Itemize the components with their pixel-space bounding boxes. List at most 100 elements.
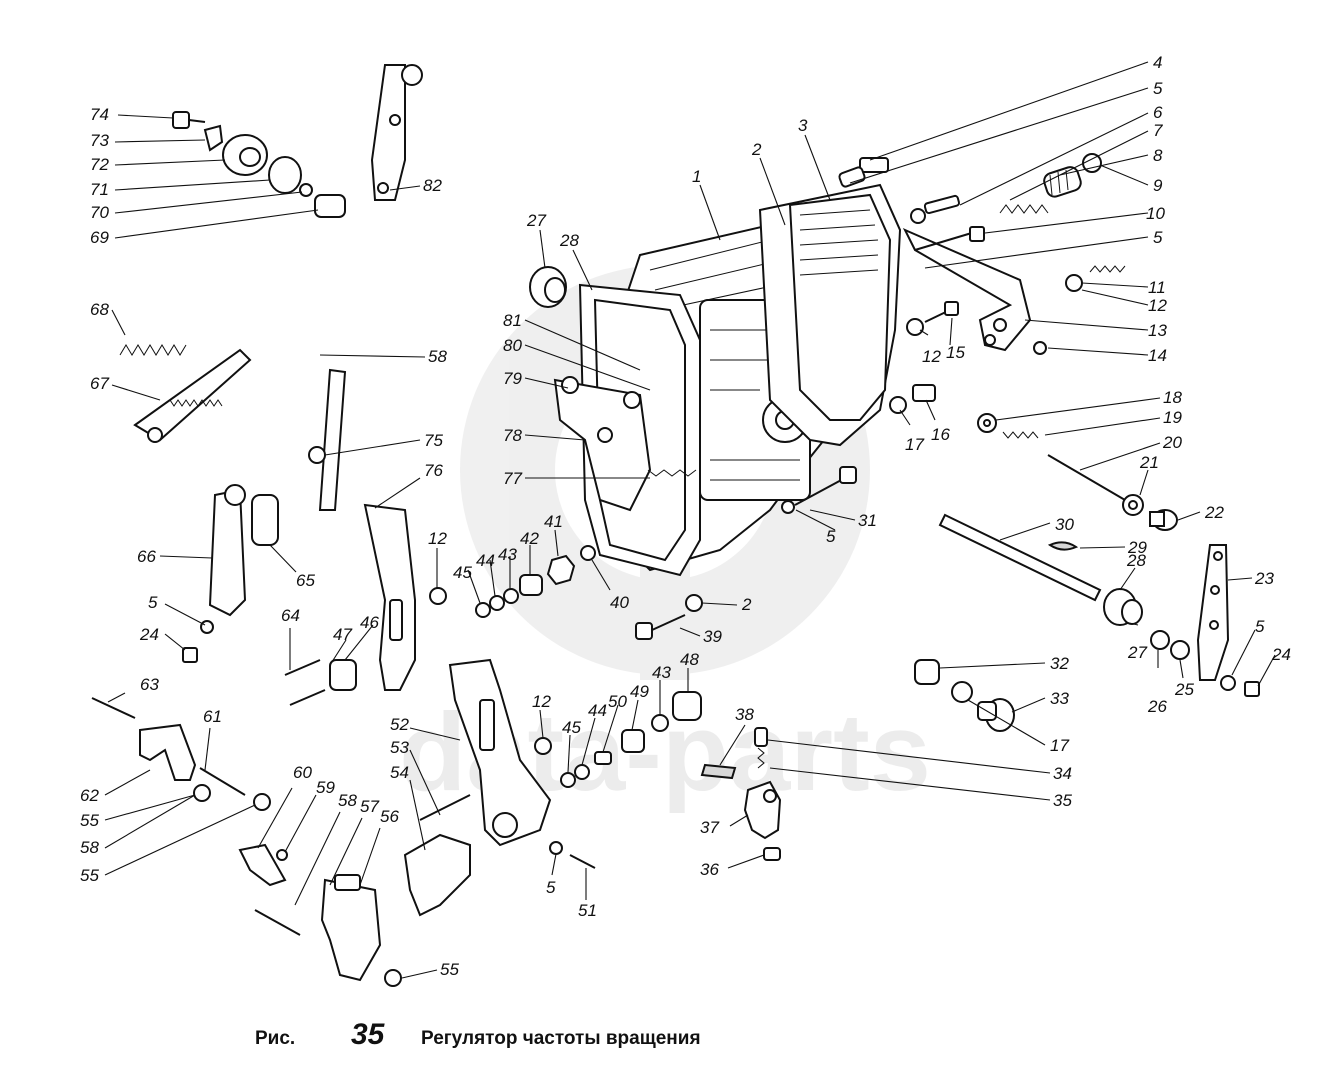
callout-12: 12 [428, 529, 447, 548]
nut-5f [549, 841, 563, 855]
callout-82: 82 [423, 176, 442, 195]
pin-61 [199, 767, 246, 796]
callout-10: 10 [1146, 204, 1165, 223]
bolt-4 [838, 157, 889, 188]
callout-55: 55 [440, 960, 459, 979]
callout-7: 7 [1153, 121, 1163, 140]
screw-14 [1033, 341, 1047, 355]
callout-25: 25 [1174, 680, 1194, 699]
callout-9: 9 [1153, 176, 1163, 195]
callout-31: 31 [858, 511, 877, 530]
callout-50: 50 [608, 692, 627, 711]
plug-69 [314, 194, 346, 218]
figure-caption: Рис. 35 Регулятор частоты вращения [255, 1018, 701, 1058]
callout-5: 5 [826, 527, 836, 546]
callout-13: 13 [1148, 321, 1167, 340]
pin-63 [91, 697, 136, 719]
callout-48: 48 [680, 650, 699, 669]
callout-23: 23 [1254, 569, 1274, 588]
callout-54: 54 [390, 763, 409, 782]
washer-21 [1122, 494, 1144, 516]
callout-5: 5 [148, 593, 158, 612]
callout-81: 81 [503, 311, 522, 330]
spring-34-35 [754, 727, 768, 769]
nut-12b [906, 318, 924, 336]
callout-37: 37 [700, 818, 719, 837]
bolt-24b [182, 647, 198, 663]
lever-23 [1196, 544, 1230, 681]
callout-51: 51 [578, 901, 597, 920]
bushing-28 [1103, 588, 1143, 626]
callout-numbers: 4 5 6 7 8 9 10 5 11 12 13 14 12 15 17 16… [80, 53, 1291, 979]
pin-58 [254, 909, 301, 936]
callout-66: 66 [137, 547, 156, 566]
bolt-24a [1244, 681, 1260, 697]
callout-24: 24 [139, 625, 159, 644]
bolt-64 [284, 659, 321, 676]
shaft-30 [938, 513, 1102, 602]
bolt-6 [910, 194, 960, 224]
callout-24: 24 [1271, 645, 1291, 664]
callout-14: 14 [1148, 346, 1167, 365]
callout-64: 64 [281, 606, 300, 625]
callout-57: 57 [360, 797, 379, 816]
spring-77 [647, 469, 697, 477]
callout-3: 3 [798, 116, 808, 135]
lever-82 [370, 64, 423, 201]
callout-26: 26 [1147, 697, 1167, 716]
callout-44: 44 [476, 551, 495, 570]
callout-45: 45 [562, 718, 581, 737]
washer-26 [1150, 630, 1170, 650]
callout-74: 74 [90, 105, 109, 124]
callout-36: 36 [700, 860, 719, 879]
callout-12: 12 [532, 692, 551, 711]
callout-55: 55 [80, 866, 99, 885]
callout-27: 27 [1127, 643, 1147, 662]
callout-52: 52 [390, 715, 409, 734]
cover-gasket [758, 183, 902, 447]
bolt-74 [172, 111, 206, 129]
clip-73 [203, 124, 224, 152]
callout-21: 21 [1139, 453, 1159, 472]
nut-40 [580, 545, 596, 561]
nut-12c [429, 587, 447, 605]
callout-43: 43 [652, 663, 671, 682]
callout-17: 17 [905, 435, 924, 454]
pin-50 [594, 751, 612, 765]
callout-79: 79 [503, 369, 522, 388]
washer-25 [1170, 640, 1190, 660]
figure-number: 35 [351, 1018, 385, 1051]
callout-5: 5 [1255, 617, 1265, 636]
callout-2: 2 [741, 595, 752, 614]
plug-33 [977, 698, 1015, 732]
callout-71: 71 [90, 180, 109, 199]
bolt-16 [889, 384, 936, 414]
callout-58: 58 [80, 838, 99, 857]
washer-18 [977, 413, 997, 433]
bolt-39 [635, 614, 686, 640]
screw-53 [419, 794, 471, 821]
callout-1: 1 [692, 167, 701, 186]
callout-42: 42 [520, 529, 539, 548]
spring-11 [1089, 265, 1126, 273]
callout-80: 80 [503, 336, 522, 355]
bushing-27-top [529, 266, 567, 308]
callout-78: 78 [503, 426, 522, 445]
pin-36 [763, 847, 781, 861]
callout-11: 11 [1148, 278, 1166, 297]
callout-32: 32 [1050, 654, 1069, 673]
callout-40: 40 [610, 593, 629, 612]
callout-44: 44 [588, 701, 607, 720]
callout-18: 18 [1163, 388, 1182, 407]
callout-70: 70 [90, 203, 109, 222]
key-29 [1047, 541, 1079, 551]
callout-61: 61 [203, 707, 222, 726]
callout-62: 62 [80, 786, 99, 805]
callout-35: 35 [1053, 791, 1072, 810]
spring-49 [621, 729, 645, 753]
callout-41: 41 [544, 512, 563, 531]
spring-19 [1002, 431, 1039, 439]
figure-prefix: Рис. [255, 1028, 296, 1049]
callout-2: 2 [751, 140, 762, 159]
callout-75: 75 [424, 431, 443, 450]
